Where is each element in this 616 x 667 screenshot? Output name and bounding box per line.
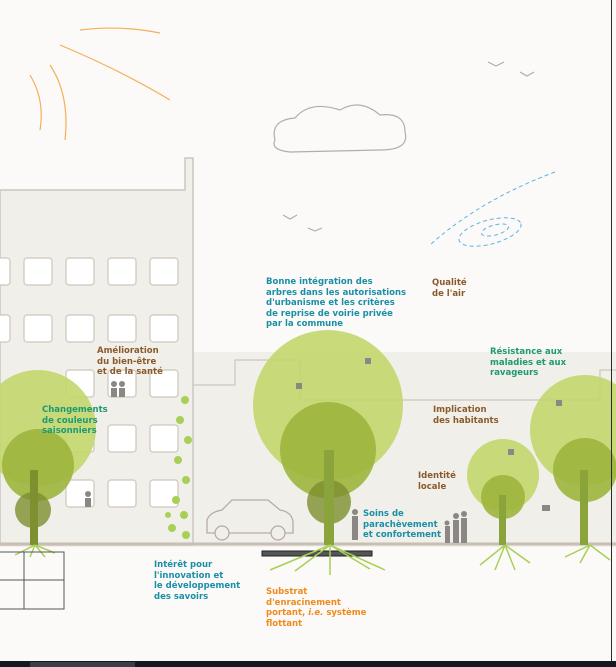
label-air-quality: Qualité de l'air <box>432 278 467 299</box>
scrollbar-thumb[interactable] <box>30 662 135 667</box>
label-wellbeing: Amélioration du bien-être et de la santé <box>97 346 163 377</box>
tree-right-small <box>467 439 539 545</box>
substrate-ie: i.e. <box>308 608 324 618</box>
ground-tiles <box>0 551 65 610</box>
label-resistance: Résistance aux maladies et aux ravageurs <box>490 347 567 378</box>
roots <box>14 544 611 575</box>
label-implication: Implication des habitants <box>433 405 499 426</box>
label-substrate: Substrat d'enracinement portant, i.e. sy… <box>266 587 366 629</box>
car <box>206 499 294 541</box>
label-innovation: Intérêt pour l'innovation et le développ… <box>154 560 241 602</box>
substrate-text-b: système flottant <box>266 608 367 629</box>
label-identity: Identité locale <box>418 471 456 492</box>
people <box>85 358 562 543</box>
birds <box>282 61 535 232</box>
label-care: Soins de parachèvement et confortement <box>363 509 442 540</box>
label-integration: Bonne intégration des arbres dans les au… <box>266 277 407 329</box>
tree-left <box>0 370 96 545</box>
cloud <box>273 104 407 153</box>
substrate-text-a: Substrat d'enracinement portant, <box>266 587 341 618</box>
horizontal-scrollbar[interactable] <box>0 661 616 667</box>
sun-rays <box>29 27 171 141</box>
air-swirl <box>429 171 556 247</box>
ivy <box>165 396 192 539</box>
tree-center <box>253 330 403 545</box>
tree-right <box>530 375 616 545</box>
frame-edge <box>611 0 612 661</box>
label-seasonal-colors: Changements de couleurs saisonniers <box>42 405 108 436</box>
